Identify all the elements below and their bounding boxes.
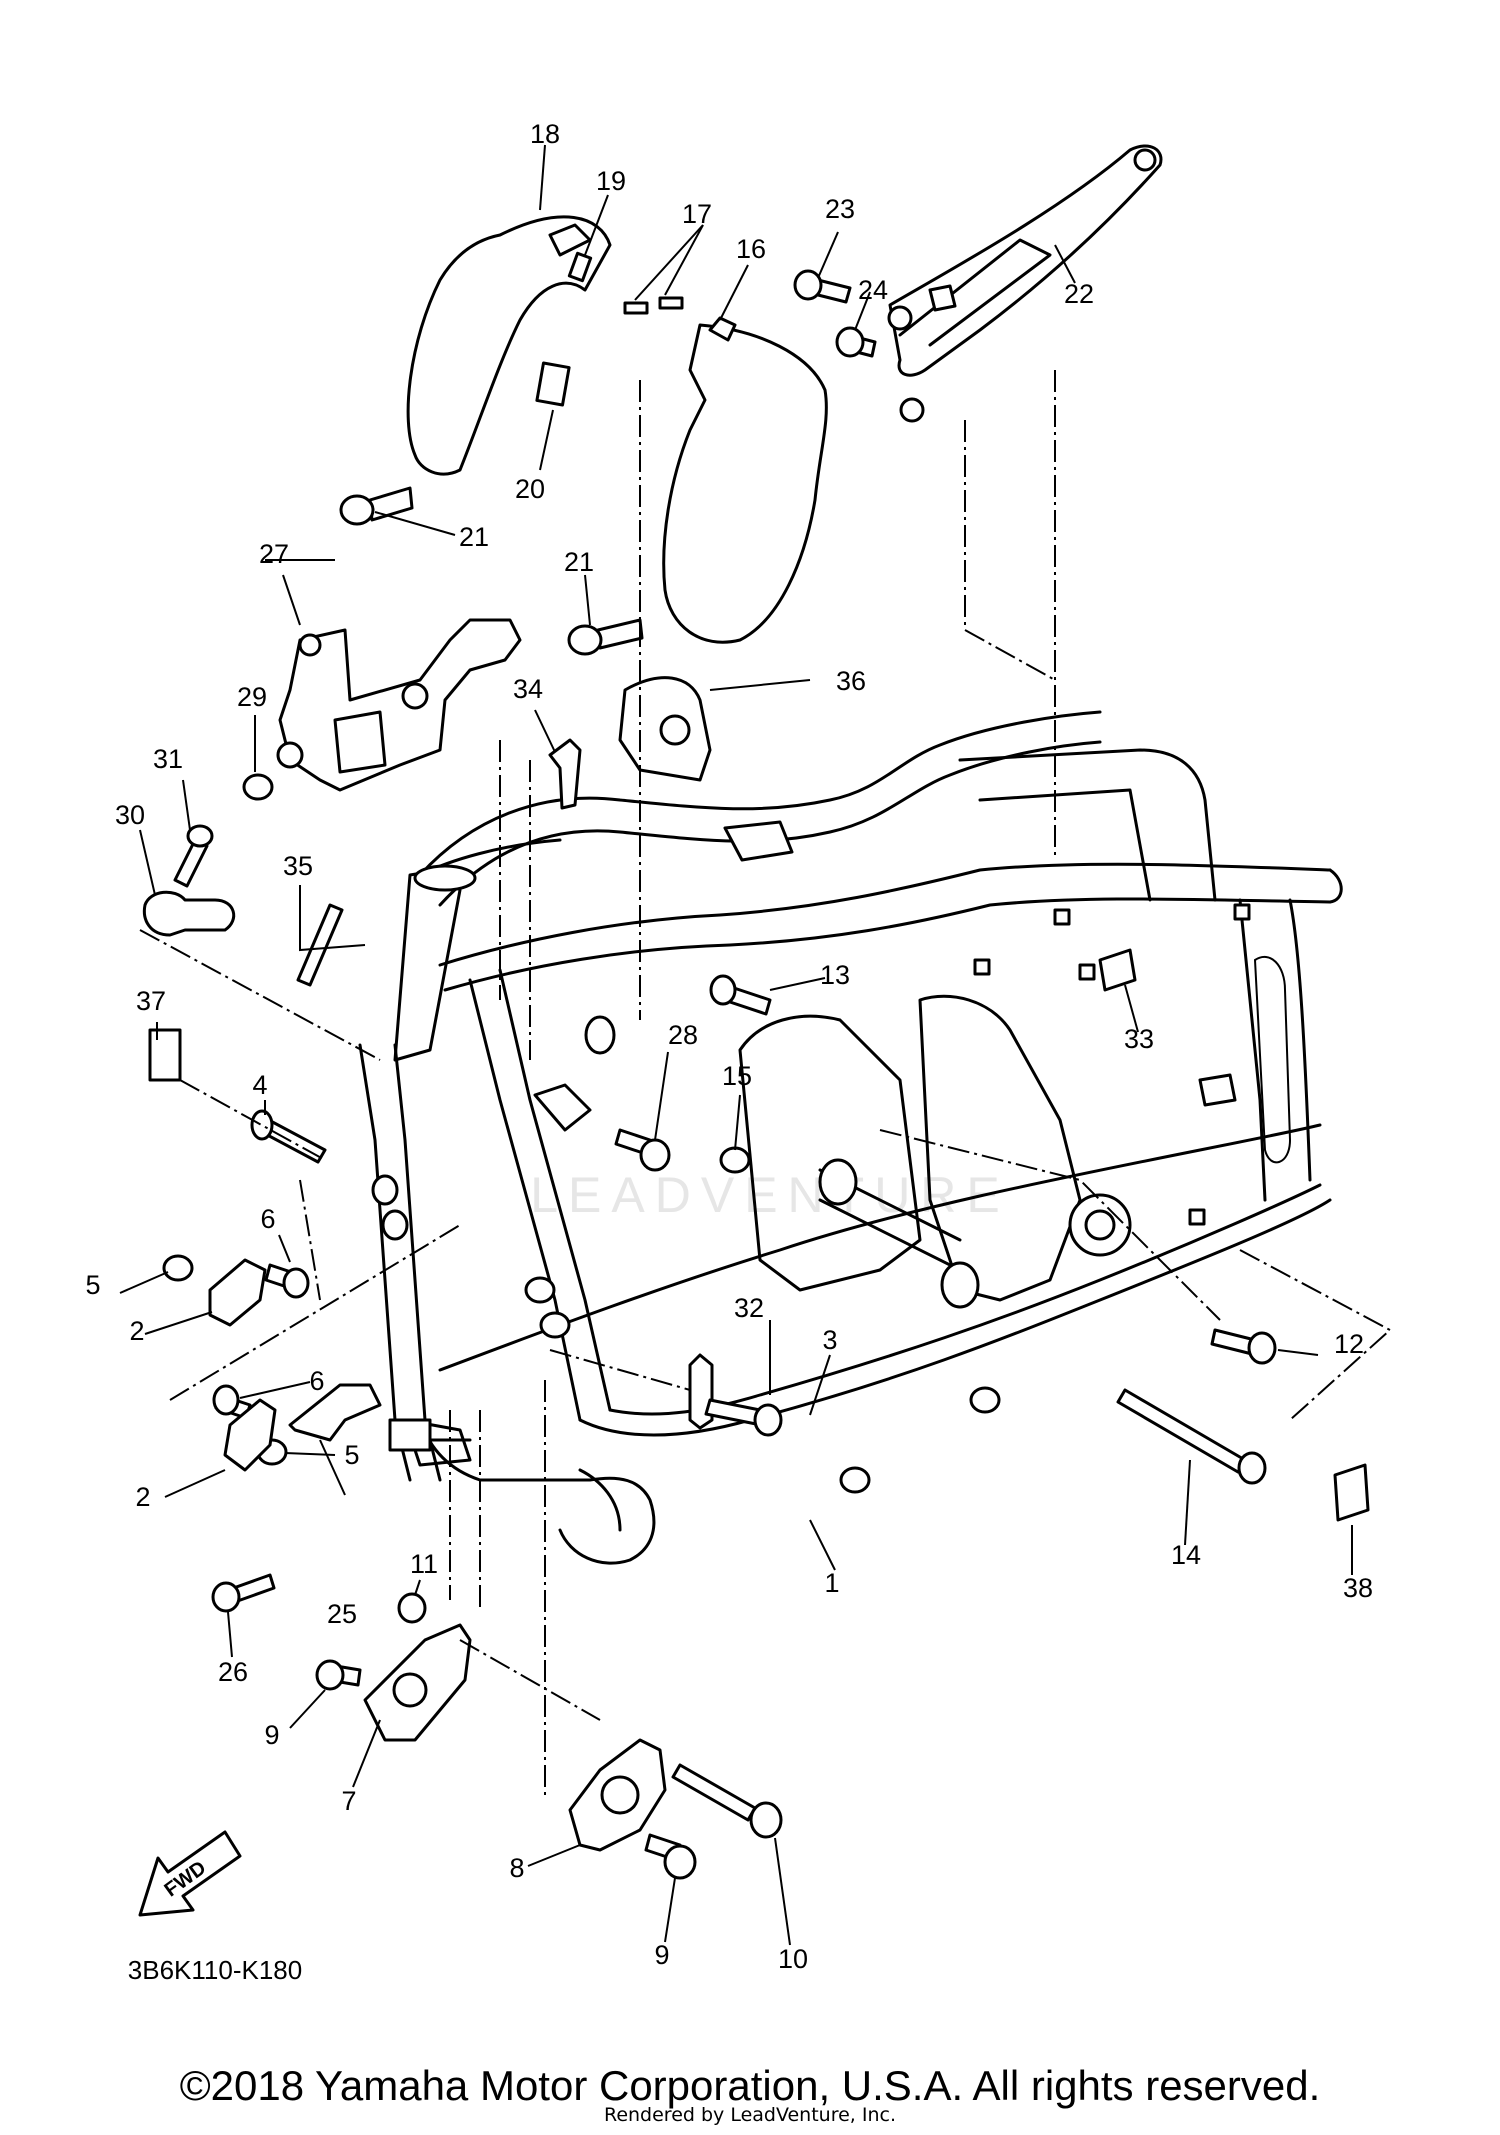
part-9-bolt-a bbox=[315, 1659, 362, 1691]
part-20-pad bbox=[535, 361, 571, 407]
callout-31: 31 bbox=[153, 744, 183, 774]
callout-18: 18 bbox=[530, 119, 560, 149]
part-16-cover bbox=[662, 323, 828, 644]
part-28-bolt bbox=[614, 1128, 671, 1172]
callout-9: 9 bbox=[654, 1940, 669, 1970]
callout-38: 38 bbox=[1343, 1573, 1373, 1603]
callout-30: 30 bbox=[115, 800, 145, 830]
callout-17: 17 bbox=[682, 199, 712, 229]
callout-4: 4 bbox=[252, 1070, 267, 1100]
part-38-label bbox=[1333, 1463, 1370, 1522]
part-17-tab-b bbox=[658, 296, 684, 310]
main-frame bbox=[358, 710, 1343, 1565]
part-31-bolt bbox=[173, 824, 214, 888]
part-10-bolt bbox=[671, 1763, 783, 1839]
callout-12: 12 bbox=[1334, 1329, 1364, 1359]
part-21-bolt-b bbox=[567, 618, 644, 656]
part-19-pad bbox=[567, 251, 593, 283]
part-26-bolt bbox=[211, 1573, 276, 1613]
callout-13: 13 bbox=[820, 960, 850, 990]
callout-22: 22 bbox=[1064, 279, 1094, 309]
part-37-label bbox=[148, 1028, 182, 1082]
callout-9: 9 bbox=[264, 1720, 279, 1750]
callout-2: 2 bbox=[129, 1316, 144, 1346]
callout-34: 34 bbox=[513, 674, 543, 704]
leader-lines bbox=[119, 144, 1353, 1946]
callout-5: 5 bbox=[85, 1270, 100, 1300]
callout-35: 35 bbox=[283, 851, 313, 881]
callout-10: 10 bbox=[778, 1944, 808, 1974]
part-2-plate-b bbox=[223, 1398, 277, 1472]
callout-20: 20 bbox=[515, 474, 545, 504]
callout-6: 6 bbox=[260, 1204, 275, 1234]
part-24-nut bbox=[835, 326, 877, 358]
callout-15: 15 bbox=[722, 1061, 752, 1091]
callout-26: 26 bbox=[218, 1657, 248, 1687]
callout-29: 29 bbox=[237, 682, 267, 712]
part-23-bolt bbox=[793, 269, 852, 304]
callout-36: 36 bbox=[836, 666, 866, 696]
part-12-bolt bbox=[1210, 1328, 1277, 1365]
rendered-by-notice: Rendered by LeadVenture, Inc. bbox=[603, 2104, 897, 2126]
callout-14: 14 bbox=[1171, 1540, 1201, 1570]
part-29-grommet bbox=[242, 773, 274, 801]
callout-1: 1 bbox=[824, 1568, 839, 1598]
part-11-nut bbox=[397, 1592, 427, 1624]
part-14-bolt bbox=[1116, 1388, 1267, 1485]
callout-5: 5 bbox=[344, 1440, 359, 1470]
callout-28: 28 bbox=[668, 1020, 698, 1050]
part-35-strip bbox=[296, 903, 344, 987]
callout-37: 37 bbox=[136, 986, 166, 1016]
callout-23: 23 bbox=[825, 194, 855, 224]
callout-11: 11 bbox=[410, 1549, 438, 1579]
part-32-clip bbox=[688, 1353, 714, 1430]
part-5-washer-a bbox=[162, 1254, 194, 1282]
part-21-bolt-a bbox=[339, 486, 414, 526]
callout-21: 21 bbox=[459, 522, 489, 552]
copyright-notice: ©2018 Yamaha Motor Corporation, U.S.A. A… bbox=[179, 2062, 1321, 2109]
callout-33: 33 bbox=[1124, 1024, 1154, 1054]
diagram-code: 3B6K110-K180 bbox=[128, 1955, 302, 1985]
callout-24: 24 bbox=[858, 275, 888, 305]
part-15-washer bbox=[719, 1146, 751, 1174]
callout-6: 6 bbox=[309, 1366, 324, 1396]
part-33-label bbox=[1098, 948, 1137, 992]
part-6-bolt-a bbox=[264, 1263, 310, 1299]
callout-27: 27 bbox=[259, 539, 289, 569]
callout-16: 16 bbox=[736, 234, 766, 264]
callout-8: 8 bbox=[509, 1853, 524, 1883]
callout-2: 2 bbox=[135, 1482, 150, 1512]
part-13-bolt bbox=[709, 974, 772, 1016]
callout-21: 21 bbox=[564, 547, 594, 577]
watermark: LEADVENTURE bbox=[530, 1167, 1010, 1223]
callout-25: 25 bbox=[327, 1599, 357, 1629]
callout-7: 7 bbox=[341, 1786, 356, 1816]
part-6-bolt-b bbox=[212, 1384, 252, 1420]
callout-19: 19 bbox=[596, 166, 626, 196]
part-18-cover bbox=[406, 215, 612, 476]
fwd-arrow-icon: FWD bbox=[138, 1830, 242, 1917]
part-3-bolt bbox=[704, 1398, 783, 1437]
callout-3: 3 bbox=[822, 1325, 837, 1355]
part-30-clamp bbox=[142, 890, 236, 937]
part-17-tab-a bbox=[623, 301, 649, 315]
part-2-plate-a bbox=[208, 1258, 267, 1327]
callout-labels: 1 2 2 3 4 5 5 6 6 7 8 9 9 10 11 12 13 14… bbox=[85, 119, 1373, 1974]
part-9-bolt-b bbox=[644, 1833, 697, 1880]
part-34-strip bbox=[548, 738, 582, 810]
part-25-bracket bbox=[288, 1383, 382, 1442]
callout-32: 32 bbox=[734, 1293, 764, 1323]
